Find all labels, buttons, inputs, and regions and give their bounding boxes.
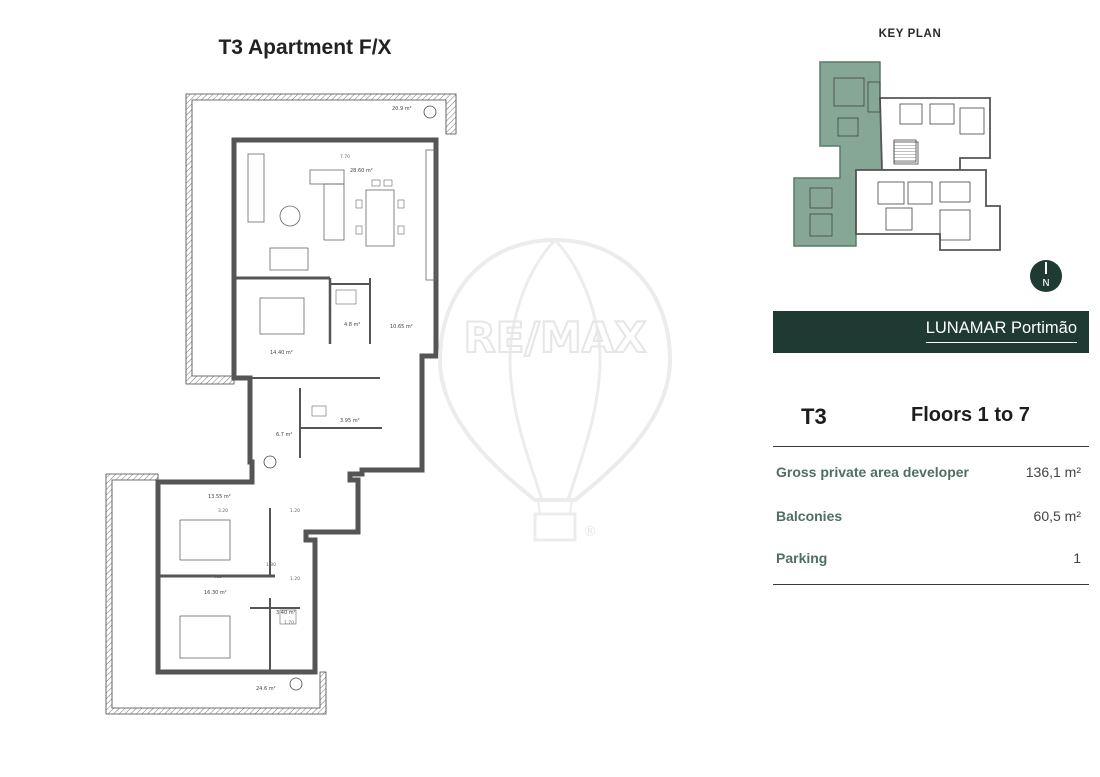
north-arrow-icon: N — [1028, 258, 1064, 294]
project-banner: LUNAMAR Portimão — [773, 311, 1089, 353]
terrace-lower — [105, 473, 327, 715]
unit-type-row: T3 Floors 1 to 7 — [773, 400, 1089, 447]
remax-watermark: RE/MAX ® — [430, 232, 680, 552]
spec-label: Parking — [776, 550, 828, 566]
unit-type: T3 — [801, 404, 827, 429]
dimension-label: 1.70 — [284, 620, 294, 626]
area-label: 16.30 m² — [204, 590, 227, 596]
area-label: 3.40 m² — [276, 610, 296, 616]
key-plan-label: KEY PLAN — [878, 28, 942, 40]
spec-row-parking: Parking 1 — [773, 550, 1089, 572]
area-label: 13.55 m² — [208, 494, 231, 500]
dimension-label: 7.70 — [340, 154, 350, 160]
unit-floors: Floors 1 to 7 — [911, 404, 1030, 426]
dimension-label: 1.20 — [290, 508, 300, 514]
watermark-reg-mark: ® — [583, 524, 597, 540]
spec-table: Gross private area developer 136,1 m² Ba… — [773, 452, 1089, 585]
terrace-upper — [185, 93, 457, 385]
floor-plan-title: T3 Apartment F/X — [218, 36, 392, 59]
area-label: 20.9 m² — [392, 106, 412, 112]
dimension-label: 1.80 — [266, 562, 276, 568]
spec-value: 136,1 m² — [1025, 464, 1081, 480]
spec-label: Gross private area developer — [776, 464, 969, 480]
project-name: LUNAMAR Portimão — [925, 319, 1077, 343]
dimension-label: 4.15 — [212, 574, 222, 580]
area-label: 14.40 m² — [270, 350, 293, 356]
floor-plan-drawing: 20.9 m² 28.60 m² 14.40 m² 4.8 m² 10.65 m… — [100, 88, 460, 718]
dimension-label: 3.20 — [218, 508, 228, 514]
area-label: 28.60 m² — [350, 168, 373, 174]
apartment-walls — [155, 137, 439, 675]
spec-value: 60,5 m² — [1033, 508, 1081, 524]
dimension-label: 1.20 — [290, 576, 300, 582]
spec-row-gross-area: Gross private area developer 136,1 m² — [773, 464, 1089, 486]
north-letter: N — [1042, 278, 1049, 289]
spec-value: 1 — [1073, 550, 1081, 566]
key-plan-diagram — [790, 58, 1002, 254]
area-label: 10.65 m² — [390, 324, 413, 330]
area-label: 24.6 m² — [256, 686, 276, 692]
area-label: 3.95 m² — [340, 418, 360, 424]
watermark-text: RE/MAX — [463, 313, 646, 362]
spec-row-balconies: Balconies 60,5 m² — [773, 508, 1089, 530]
spec-label: Balconies — [776, 508, 843, 524]
area-label: 4.8 m² — [344, 322, 360, 328]
area-label: 6.7 m² — [276, 432, 292, 438]
